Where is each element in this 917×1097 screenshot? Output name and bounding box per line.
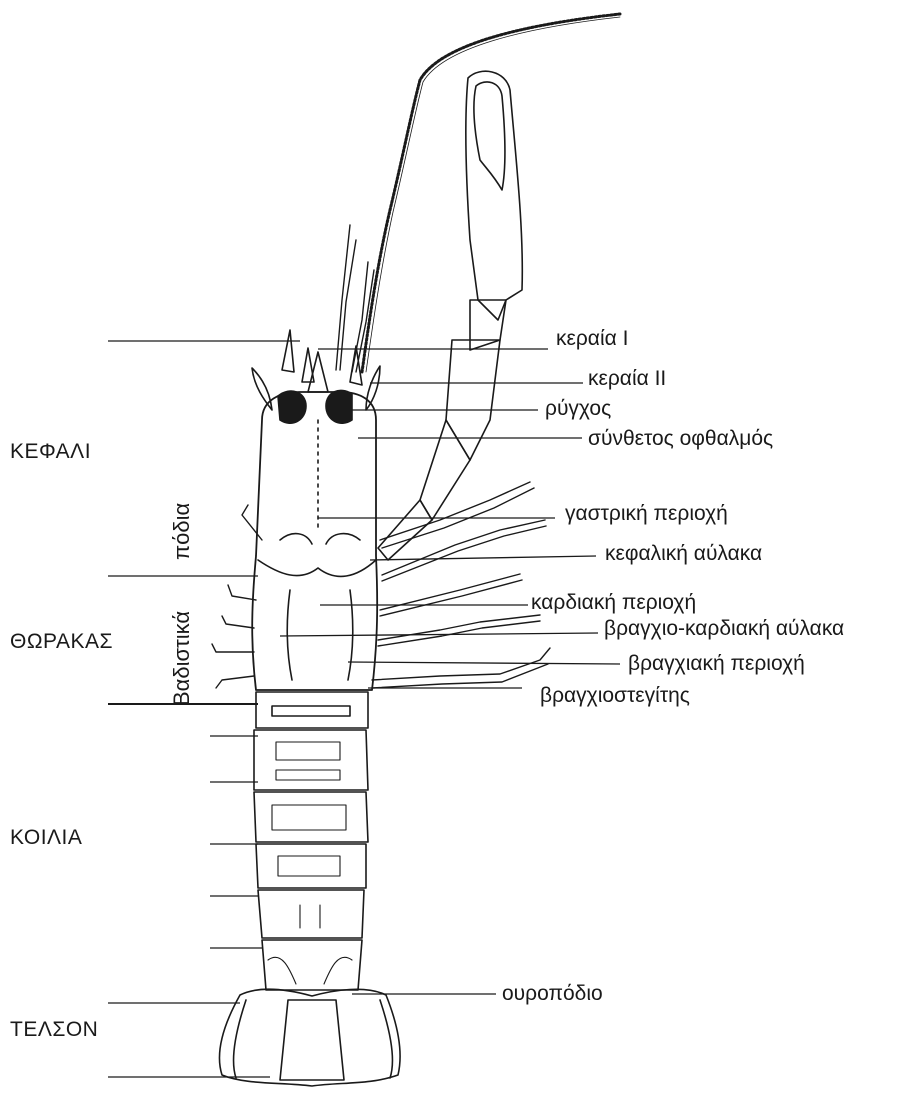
pointer-cephalic-groove <box>370 556 596 560</box>
label-antenna2: κεραία ΙΙ <box>588 367 666 391</box>
telson <box>280 1000 344 1080</box>
label-gastric-region: γαστρική περιοχή <box>565 502 728 526</box>
cephalic-groove-line <box>258 560 376 576</box>
cheliped-claw-finger <box>474 82 505 190</box>
cheliped-carpus <box>470 300 506 350</box>
region-head: ΚΕΦΑΛΙ <box>10 440 91 464</box>
branchiocardiac-groove-left <box>287 590 292 680</box>
tail-fan <box>219 989 400 1086</box>
antennule-left <box>336 225 350 370</box>
cheliped-basis <box>378 500 432 560</box>
antenna-flagellum <box>362 14 620 372</box>
label-compound-eye: σύνθετος οφθαλμός <box>588 427 773 451</box>
antenna-flagellum-inner <box>366 17 620 372</box>
antenna-base-left <box>282 330 294 372</box>
region-thorax: ΘΩΡΑΚΑΣ <box>10 630 113 654</box>
carapace <box>252 392 377 690</box>
label-branchial-region: βραγχιακή περιοχή <box>628 652 805 676</box>
label-rostrum: ρύγχος <box>545 397 611 421</box>
walking-legs-left <box>212 505 262 688</box>
eye-left <box>278 391 306 423</box>
antennule-left-b <box>340 240 356 370</box>
label-cephalic-groove: κεφαλική αύλακα <box>605 542 762 566</box>
pointer-branchiocardiac <box>280 633 598 636</box>
label-antenna1: κεραία Ι <box>556 327 628 351</box>
cheliped-ischium <box>420 420 470 520</box>
rostrum-shape <box>308 352 328 392</box>
abdomen-segments <box>254 692 368 990</box>
antenna-scale-right <box>366 366 380 410</box>
gastric-ridges <box>280 534 360 544</box>
uropod-left <box>234 1000 246 1078</box>
region-telson: ΤΕΛΣΟΝ <box>10 1018 98 1042</box>
label-legs-word2: Βαδιστικά <box>170 611 194 706</box>
cheliped-merus <box>446 340 500 460</box>
walking-legs-right <box>372 482 550 688</box>
region-abdomen: ΚΟΙΛΙΑ <box>10 826 82 850</box>
eye-right <box>326 390 352 423</box>
label-branchiocardiac-groove: βραγχιο-καρδιακή αύλακα <box>604 617 844 641</box>
antenna-scale-left <box>252 368 272 410</box>
label-legs-word1: πόδια <box>170 503 194 560</box>
uropod-right <box>380 1000 392 1078</box>
label-uropod: ουροπόδιο <box>502 982 603 1006</box>
label-cardiac-region: καρδιακή περιοχή <box>531 591 696 615</box>
pointer-branchial <box>348 662 620 664</box>
label-branchiostegite: βραγχιοστεγίτης <box>540 684 690 708</box>
